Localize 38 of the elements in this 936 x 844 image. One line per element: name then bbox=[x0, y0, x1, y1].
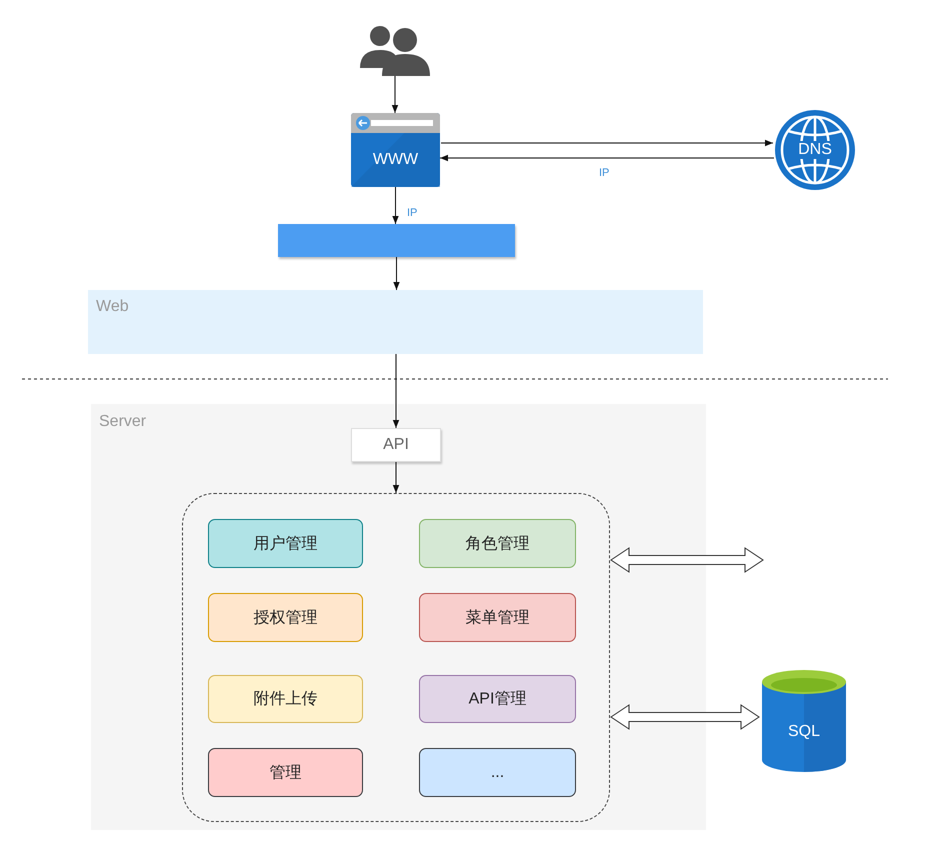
arrow bbox=[392, 76, 398, 114]
module-label: 用户管理 bbox=[254, 534, 318, 554]
module-box bbox=[208, 748, 363, 797]
module-group bbox=[182, 493, 610, 822]
module-label: API管理 bbox=[468, 690, 526, 710]
module-box bbox=[419, 748, 576, 797]
double-block-arrow bbox=[610, 547, 764, 573]
arrow bbox=[392, 186, 399, 224]
edge-label: IP bbox=[406, 207, 418, 219]
api-label: API bbox=[383, 436, 409, 454]
arrow bbox=[392, 462, 400, 494]
module-box bbox=[419, 593, 576, 642]
module-box bbox=[208, 593, 363, 642]
module-box bbox=[419, 675, 576, 723]
module-box bbox=[208, 519, 363, 568]
module-box bbox=[419, 519, 576, 568]
arrow bbox=[393, 256, 400, 290]
module-label: ... bbox=[490, 764, 504, 782]
layer-title: Server bbox=[99, 413, 146, 431]
proxy-bar bbox=[278, 224, 515, 257]
browser-label: WWW bbox=[372, 150, 418, 169]
module-label: 菜单管理 bbox=[466, 608, 530, 628]
module-label: 授权管理 bbox=[254, 608, 318, 628]
arrow bbox=[392, 354, 400, 428]
module-label: 角色管理 bbox=[466, 534, 530, 554]
module-box bbox=[208, 675, 363, 723]
module-label: 管理 bbox=[270, 763, 302, 783]
api-box bbox=[351, 428, 441, 462]
double-block-arrow bbox=[610, 704, 760, 730]
module-label: 附件上传 bbox=[254, 689, 318, 710]
layer-panel bbox=[91, 404, 706, 830]
layer-band bbox=[88, 290, 703, 354]
arrow bbox=[440, 140, 774, 146]
layer-title: Web bbox=[96, 298, 129, 316]
globe-label: DNS bbox=[796, 141, 834, 159]
edge-label: IP bbox=[598, 167, 610, 179]
arrow bbox=[440, 154, 774, 162]
database-label: SQL bbox=[788, 722, 820, 741]
